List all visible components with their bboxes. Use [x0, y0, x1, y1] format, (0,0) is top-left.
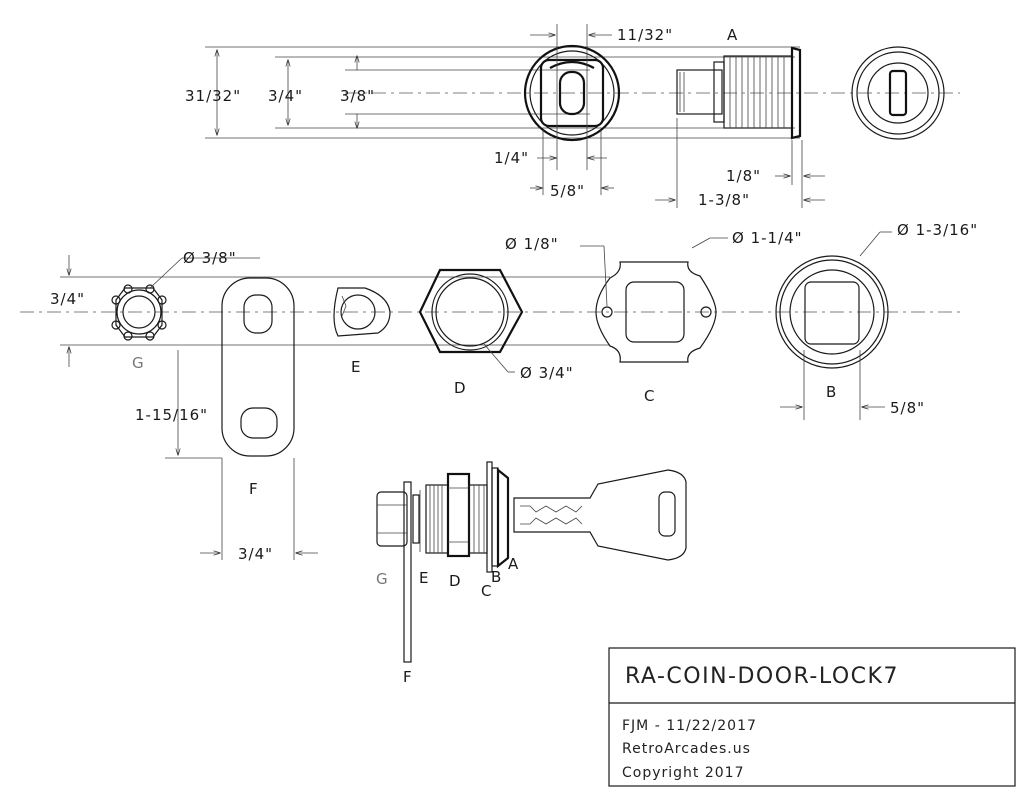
dim-dia-1-8: Ø 1/8"	[505, 235, 559, 253]
part-label-e: E	[351, 358, 360, 376]
dim-dia-3-4: Ø 3/4"	[520, 364, 574, 382]
dim-3-4-g: 3/4"	[50, 290, 85, 308]
part-label-g: G	[132, 354, 144, 372]
assembly-label-b: B	[491, 568, 501, 586]
part-d-drawing	[418, 268, 524, 373]
part-g-drawing	[111, 257, 260, 341]
dim-dia-3-8: Ø 3/8"	[183, 249, 237, 267]
dim-dia-1-3-16: Ø 1-3/16"	[897, 221, 978, 239]
dim-dia-1-1-4: Ø 1-1/4"	[732, 229, 803, 247]
dim-11-32: 11/32"	[617, 26, 673, 44]
dim-1-15-16: 1-15/16"	[135, 406, 208, 424]
part-label-a-top: A	[727, 26, 738, 44]
assembly-label-c: C	[481, 582, 491, 600]
dim-3-8-top: 3/8"	[340, 87, 375, 105]
title-block-title: RA-COIN-DOOR-LOCK7	[625, 664, 899, 689]
part-e-drawing	[333, 287, 391, 337]
parts-row-group	[20, 231, 960, 560]
dim-31-32: 31/32"	[185, 87, 241, 105]
part-c-drawing	[580, 237, 728, 363]
part-b-drawing	[775, 231, 892, 420]
assembly-label-d: D	[449, 572, 461, 590]
thread-lines	[729, 56, 785, 128]
top-view-group	[205, 24, 960, 208]
assembly-label-e: E	[419, 569, 428, 587]
dim-3-4-top: 3/4"	[268, 87, 303, 105]
part-label-d: D	[454, 379, 466, 397]
part-f-drawing	[165, 277, 318, 560]
dim-1-8: 1/8"	[726, 167, 761, 185]
title-block-author-date: FJM - 11/22/2017	[622, 718, 757, 734]
title-block-website: RetroArcades.us	[622, 741, 751, 757]
dim-1-4: 1/4"	[494, 149, 529, 167]
dim-3-4-f: 3/4"	[238, 545, 273, 563]
assembly-label-a: A	[508, 555, 519, 573]
title-block	[608, 647, 1016, 787]
assembly-label-f: F	[403, 668, 412, 686]
title-block-copyright: Copyright 2017	[622, 765, 745, 781]
assembly-label-g: G	[376, 570, 388, 588]
dim-1-3-8: 1-3/8"	[698, 191, 750, 209]
part-label-f: F	[249, 480, 258, 498]
dim-5-8-top: 5/8"	[550, 182, 585, 200]
part-label-c: C	[644, 387, 654, 405]
assembly-view-group	[376, 461, 687, 663]
dim-5-8-b: 5/8"	[890, 399, 925, 417]
part-label-b: B	[826, 383, 836, 401]
